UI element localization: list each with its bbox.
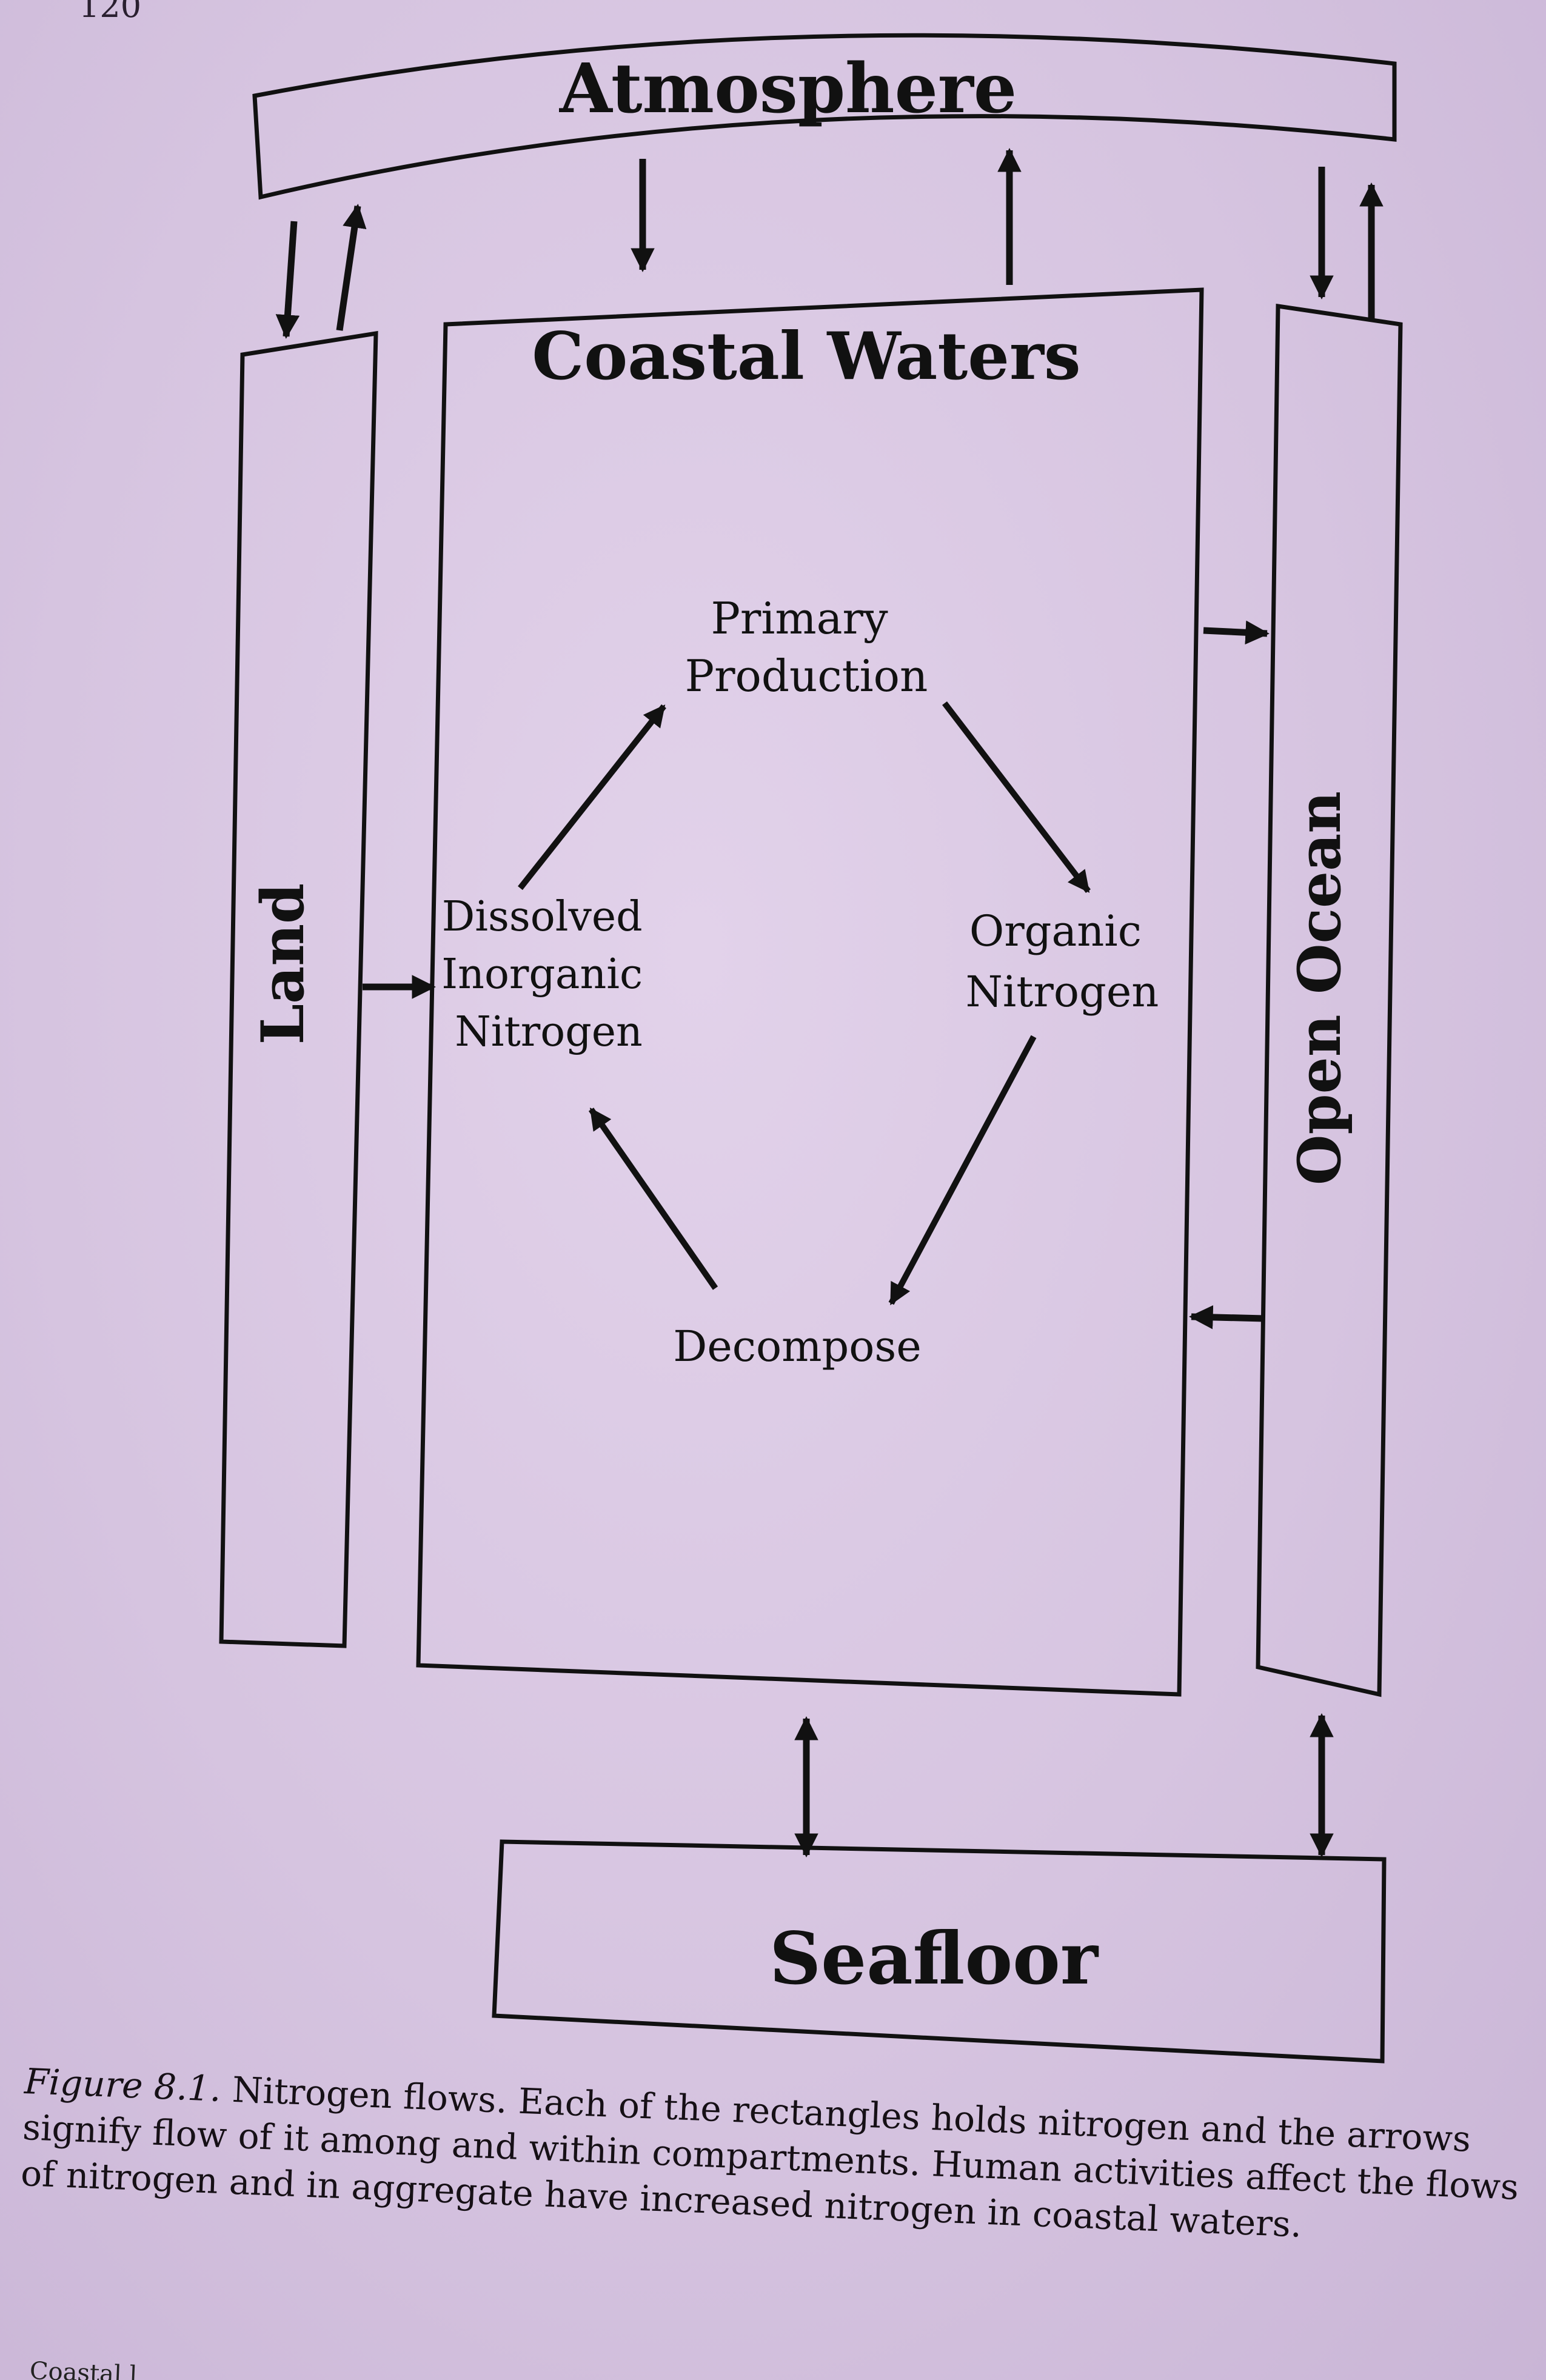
seafloor-label: Seafloor (769, 1916, 1099, 2001)
cycle-arrow-decompose-to-dissolved (588, 1108, 718, 1290)
caption-lead: Figure 8.1. (24, 2060, 223, 2110)
land-label: Land (249, 883, 317, 1045)
cycle-arrow-organic-to-decompose (888, 1035, 1037, 1306)
atmosphere-box (252, 33, 1397, 200)
primary-production-label: Primary Production (685, 593, 928, 701)
decompose-label: Decompose (673, 1322, 922, 1371)
open-ocean-box (1256, 303, 1403, 1697)
flow-arrow-open-ocean-to-coastal-waters (1189, 1305, 1265, 1329)
cycle-arrow-primary-to-organic (942, 701, 1091, 894)
page-number: 120 (79, 0, 142, 25)
cycle-arrow-dissolved-to-primary (518, 704, 666, 891)
dissolved-inorganic-nitrogen-label: Dissolved Inorganic Nitrogen (441, 893, 655, 1056)
coastal-waters-box (416, 287, 1204, 1697)
open-ocean-label: Open Ocean (1285, 791, 1354, 1185)
land-box (219, 330, 378, 1648)
organic-nitrogen-label: Organic Nitrogen (966, 906, 1159, 1017)
flow-arrow-atmosphere-to-land (275, 221, 300, 339)
trailing-body-text: Coastal l (29, 2357, 138, 2380)
flow-arrow-land-to-atmosphere (336, 204, 367, 331)
flow-arrow-coastal-waters-to-open-ocean (1203, 620, 1270, 645)
atmosphere-label: Atmosphere (559, 49, 1017, 129)
seafloor-box (492, 1839, 1387, 2064)
coastal-waters-label: Coastal Waters (532, 318, 1080, 395)
